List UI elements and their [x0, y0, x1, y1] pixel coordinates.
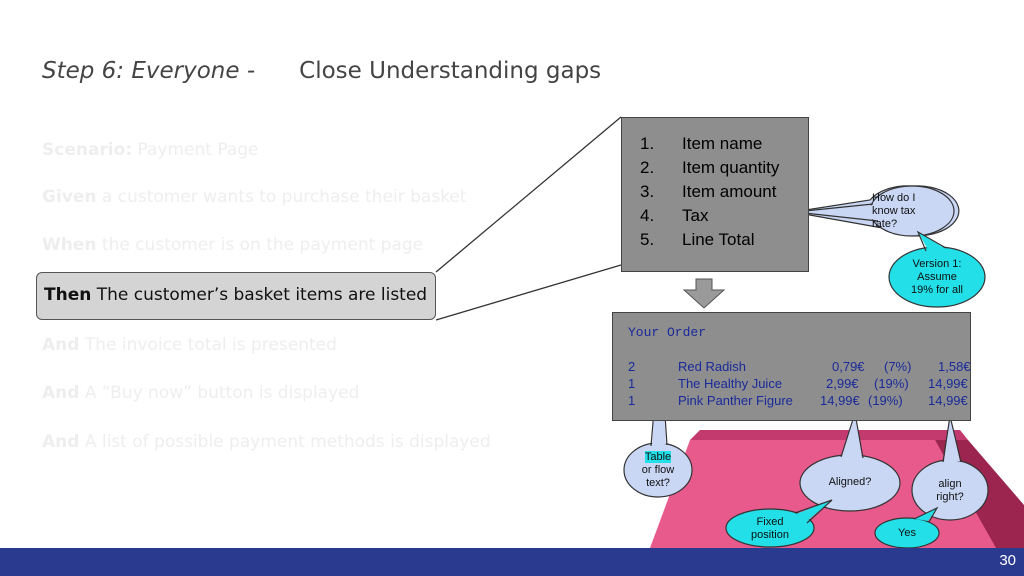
scenario-line: Scenario: Payment Page: [42, 140, 259, 160]
order-title: Your Order: [628, 325, 707, 340]
list-item: 3.Item amount: [640, 182, 777, 201]
given-line: Given a customer wants to purchase their…: [42, 187, 467, 207]
connector-line-bottom: [435, 264, 622, 321]
title-italic: Step 6: Everyone -: [42, 58, 256, 84]
then-highlight-box: [36, 272, 436, 320]
fixed-callout: [725, 508, 815, 548]
yes-callout-text: Yes: [898, 527, 916, 539]
and-line-payment-methods: And A list of possible payment methods i…: [42, 432, 491, 452]
item-list: 1.Item name 2.Item quantity 3.Item amoun…: [640, 132, 779, 252]
and-line-invoice: And The invoice total is presented: [42, 335, 337, 355]
when-line: When the customer is on the payment page: [42, 235, 424, 255]
aligned-callout-text: Aligned?: [828, 476, 872, 488]
order-mockup-box: [612, 312, 971, 421]
and-line-buy-now: And A “Buy now” button is displayed: [42, 383, 360, 403]
footer-bar: [0, 548, 1024, 576]
list-item: 2.Item quantity: [640, 158, 780, 177]
list-item: 1.Item name: [640, 134, 763, 153]
then-line: Then The customer’s basket items are lis…: [44, 285, 428, 305]
pink-stage-top: [690, 430, 968, 440]
title-main: Close Understanding gaps: [299, 58, 602, 84]
down-arrow-icon: [682, 278, 726, 309]
page-number: 30: [999, 552, 1016, 569]
list-item: 5.Line Total: [640, 230, 755, 249]
item-list-box: 1.Item name 2.Item quantity 3.Item amoun…: [621, 117, 809, 272]
list-item: 4.Tax: [640, 206, 709, 225]
connector-line-top: [435, 116, 622, 273]
page-title: Step 6: Everyone - Close Understanding ga…: [42, 58, 601, 84]
